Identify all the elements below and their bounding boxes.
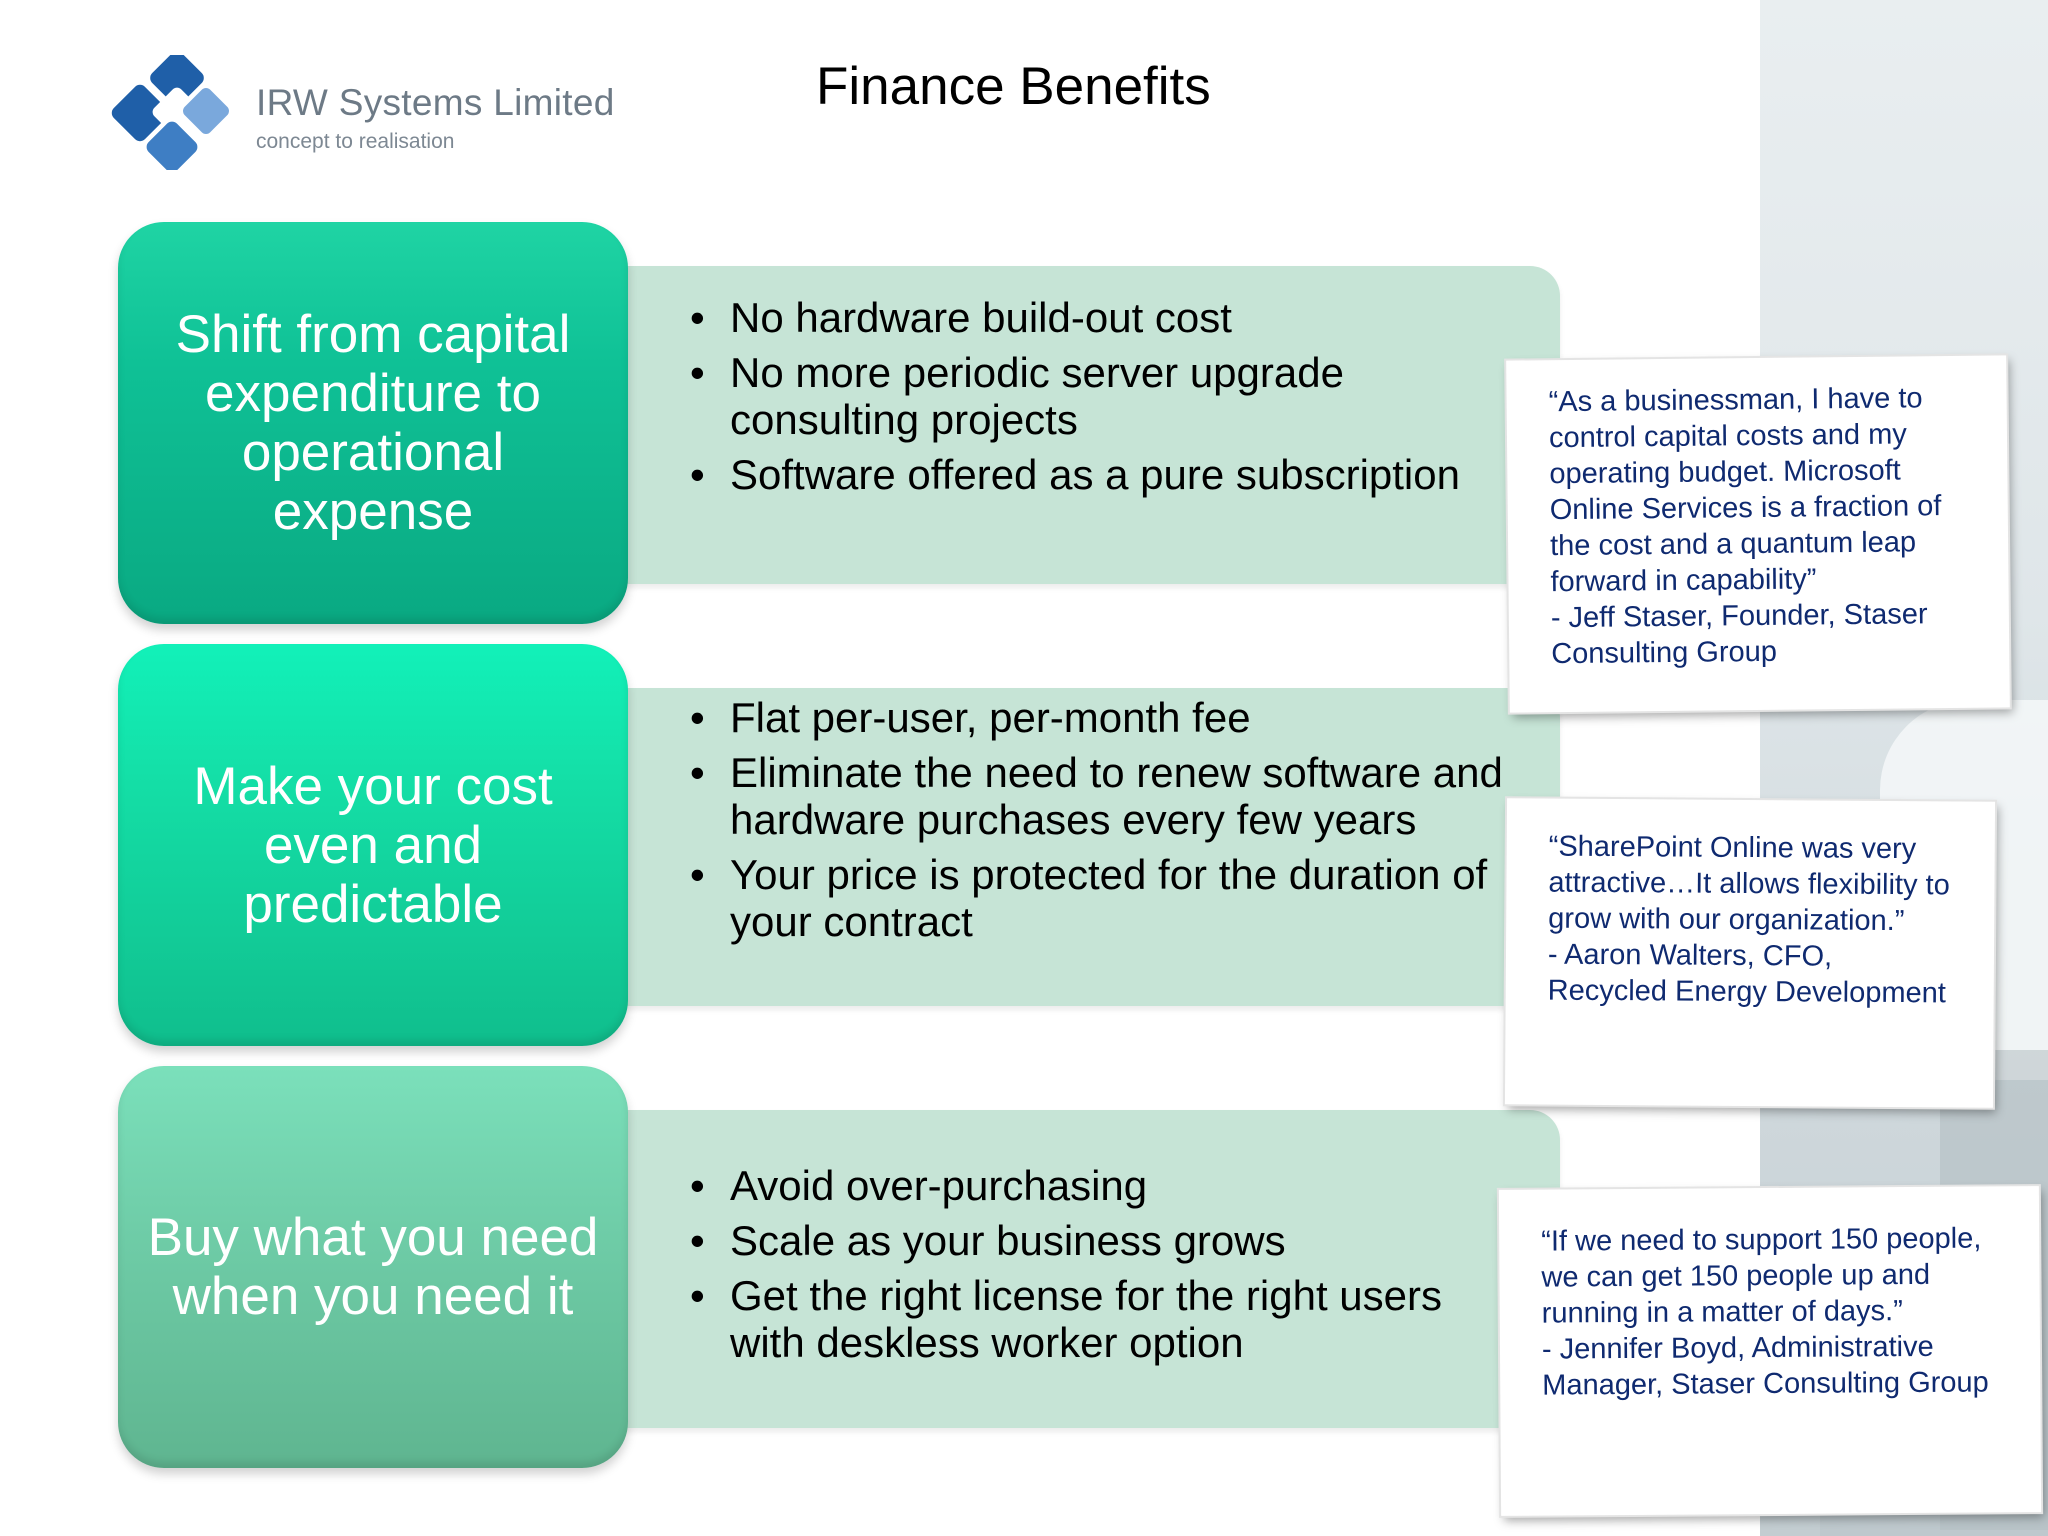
bullet-item: Your price is protected for the duration… — [690, 851, 1520, 945]
testimonial-quote: “SharePoint Online was very attractive…I… — [1548, 830, 1950, 938]
company-name: IRW Systems Limited — [256, 82, 615, 123]
bullet-item: Scale as your business grows — [690, 1217, 1520, 1264]
bullet-item: No hardware build-out cost — [690, 294, 1520, 341]
bullet-item: Avoid over-purchasing — [690, 1162, 1520, 1209]
testimonial-attribution: - Jennifer Boyd, Administrative Manager,… — [1541, 1330, 1989, 1402]
bullet-item: Flat per-user, per-month fee — [690, 694, 1520, 741]
company-tagline: concept to realisation — [256, 130, 455, 153]
benefit-bullets-1: No hardware build-out cost No more perio… — [690, 294, 1520, 506]
logo-diamonds-icon — [111, 55, 229, 170]
testimonial-attribution: - Aaron Walters, CFO, Recycled Energy De… — [1547, 938, 1946, 1010]
testimonial-quote: “As a businessman, I have to control cap… — [1548, 382, 1942, 599]
benefit-heading-1: Shift from capital expenditure to operat… — [118, 222, 628, 624]
benefit-bullets-2: Flat per-user, per-month fee Eliminate t… — [690, 694, 1520, 953]
bullet-item: Software offered as a pure subscription — [690, 451, 1520, 498]
testimonial-attribution: - Jeff Staser, Founder, Staser Consultin… — [1550, 598, 1928, 671]
testimonial-card-2: “SharePoint Online was very attractive…I… — [1504, 798, 1996, 1108]
company-logo: IRW Systems Limited concept to realisati… — [110, 55, 630, 170]
benefit-bullets-3: Avoid over-purchasing Scale as your busi… — [690, 1162, 1520, 1374]
bullet-item: Get the right license for the right user… — [690, 1272, 1520, 1366]
benefit-band-2 — [620, 688, 1560, 1006]
bullet-item: No more periodic server upgrade consulti… — [690, 349, 1520, 443]
benefit-heading-3: Buy what you need when you need it — [118, 1066, 628, 1468]
testimonial-card-1: “As a businessman, I have to control cap… — [1506, 355, 2010, 713]
testimonial-card-3: “If we need to support 150 people, we ca… — [1498, 1186, 2042, 1516]
benefit-heading-2: Make your cost even and predictable — [118, 644, 628, 1046]
page-title: Finance Benefits — [816, 57, 1211, 116]
bullet-item: Eliminate the need to renew software and… — [690, 749, 1520, 843]
testimonial-quote: “If we need to support 150 people, we ca… — [1541, 1222, 1982, 1330]
